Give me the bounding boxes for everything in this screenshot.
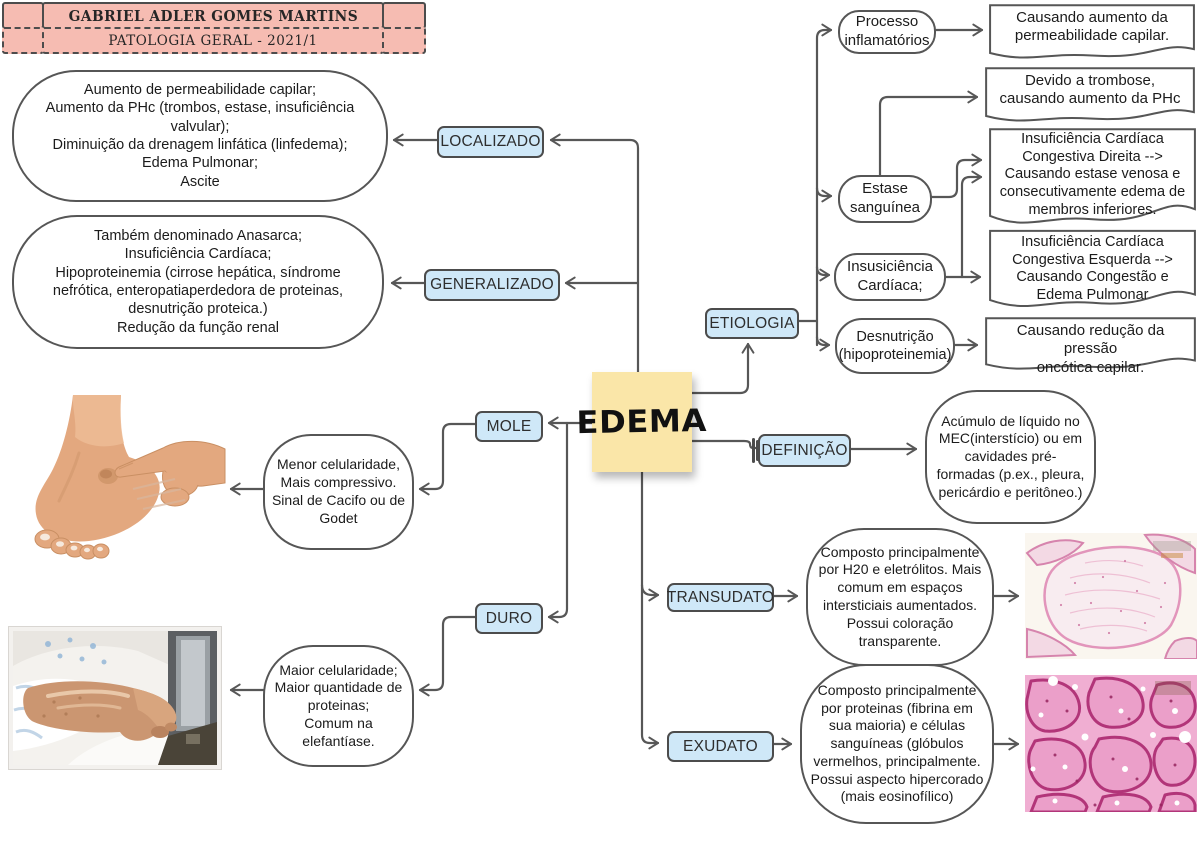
localizado-label: LOCALIZADO: [437, 126, 544, 158]
effect-pressao-oncotica-node: Causando redução da pressão oncótica cap…: [984, 317, 1197, 376]
effect-icc-esquerda-text: Insuficiência Cardíaca Congestiva Esquer…: [1012, 234, 1173, 304]
cause-estase-sanguinea: Estase sanguínea: [838, 175, 932, 223]
document-shape: [988, 229, 1197, 311]
effect-trombose-node: Devido a trombose, causando aumento da P…: [984, 67, 1196, 125]
pitting-edema-illustration: [15, 393, 227, 573]
header-table: GABRIEL ADLER GOMES MARTINS PATOLOGIA GE…: [2, 2, 426, 54]
exudato-detail-node: Composto principalmente por proteinas (f…: [800, 664, 994, 824]
header-cell-blank: [2, 27, 44, 54]
cause-processo-inflamatorios: Processo inflamatórios: [838, 10, 936, 54]
effect-trombose-text: Devido a trombose, causando aumento da P…: [999, 72, 1181, 108]
effect-permeabilidade-node: Causando aumento da permeabilidade capil…: [988, 4, 1196, 62]
document-shape: [984, 317, 1197, 373]
generalizado-detail-node: Também denominado Anasarca; Insuficiênci…: [12, 215, 384, 349]
transudato-detail-node: Composto principalmente por H20 e eletró…: [806, 528, 994, 666]
duro-detail-text: Maior celularidade; Maior quantidade de …: [274, 661, 403, 749]
course-name: PATOLOGIA GERAL - 2021/1: [108, 32, 318, 49]
mole-label: MOLE: [475, 411, 543, 442]
effect-icc-direita-node: Insuficiência Cardíaca Congestiva Direit…: [988, 127, 1197, 227]
duro-detail-node: Maior celularidade; Maior quantidade de …: [263, 645, 414, 767]
transudato-detail-text: Composto principalmente por H20 e eletró…: [818, 543, 982, 649]
definicao-label: DEFINIÇÃO: [752, 434, 851, 467]
edema-central-node: EDEMA: [576, 372, 708, 472]
exudate-histology-image: [1025, 675, 1197, 812]
cause-desnutricao: Desnutrição (hipoproteinemia): [835, 318, 955, 374]
definicao-detail-node: Acúmulo de líquido no MEC(interstício) o…: [925, 390, 1096, 524]
document-shape: [988, 4, 1196, 62]
effect-permeabilidade-text: Causando aumento da permeabilidade capil…: [1014, 9, 1170, 45]
mole-detail-text: Menor celularidade, Mais compressivo. Si…: [271, 456, 406, 526]
localizado-detail-node: Aumento de permeabilidade capilar; Aumen…: [12, 70, 388, 202]
document-shape: [988, 127, 1197, 227]
effect-icc-esquerda-node: Insuficiência Cardíaca Congestiva Esquer…: [988, 229, 1197, 311]
hard-edema-photo: [8, 626, 222, 770]
etiologia-label: ETIOLOGIA: [705, 308, 799, 339]
generalizado-detail-text: Também denominado Anasarca; Insuficiênci…: [52, 227, 344, 336]
document-shape: [984, 67, 1196, 125]
definicao-detail-text: Acúmulo de líquido no MEC(interstício) o…: [936, 412, 1085, 500]
localizado-detail-text: Aumento de permeabilidade capilar; Aumen…: [45, 81, 355, 190]
exudato-detail-text: Composto principalmente por proteinas (f…: [810, 681, 984, 805]
edema-title: EDEMA: [576, 402, 708, 442]
mole-detail-node: Menor celularidade, Mais compressivo. Si…: [263, 434, 414, 550]
cause-insuficiencia-cardiaca: Insusiciência Cardíaca;: [834, 253, 946, 301]
header-course-cell: PATOLOGIA GERAL - 2021/1: [42, 27, 384, 54]
transudate-histology-image: [1025, 533, 1197, 659]
author-name: GABRIEL ADLER GOMES MARTINS: [68, 6, 358, 25]
header-cell-blank: [382, 2, 426, 29]
transudato-label: TRANSUDATO: [667, 583, 774, 612]
header-cell-blank: [382, 27, 426, 54]
effect-pressao-oncotica-text: Causando redução da pressão oncótica cap…: [1016, 322, 1165, 376]
exudato-label: EXUDATO: [667, 731, 774, 762]
effect-icc-direita-text: Insuficiência Cardíaca Congestiva Direit…: [999, 131, 1186, 218]
generalizado-label: GENERALIZADO: [424, 269, 560, 301]
duro-label: DURO: [475, 603, 543, 634]
